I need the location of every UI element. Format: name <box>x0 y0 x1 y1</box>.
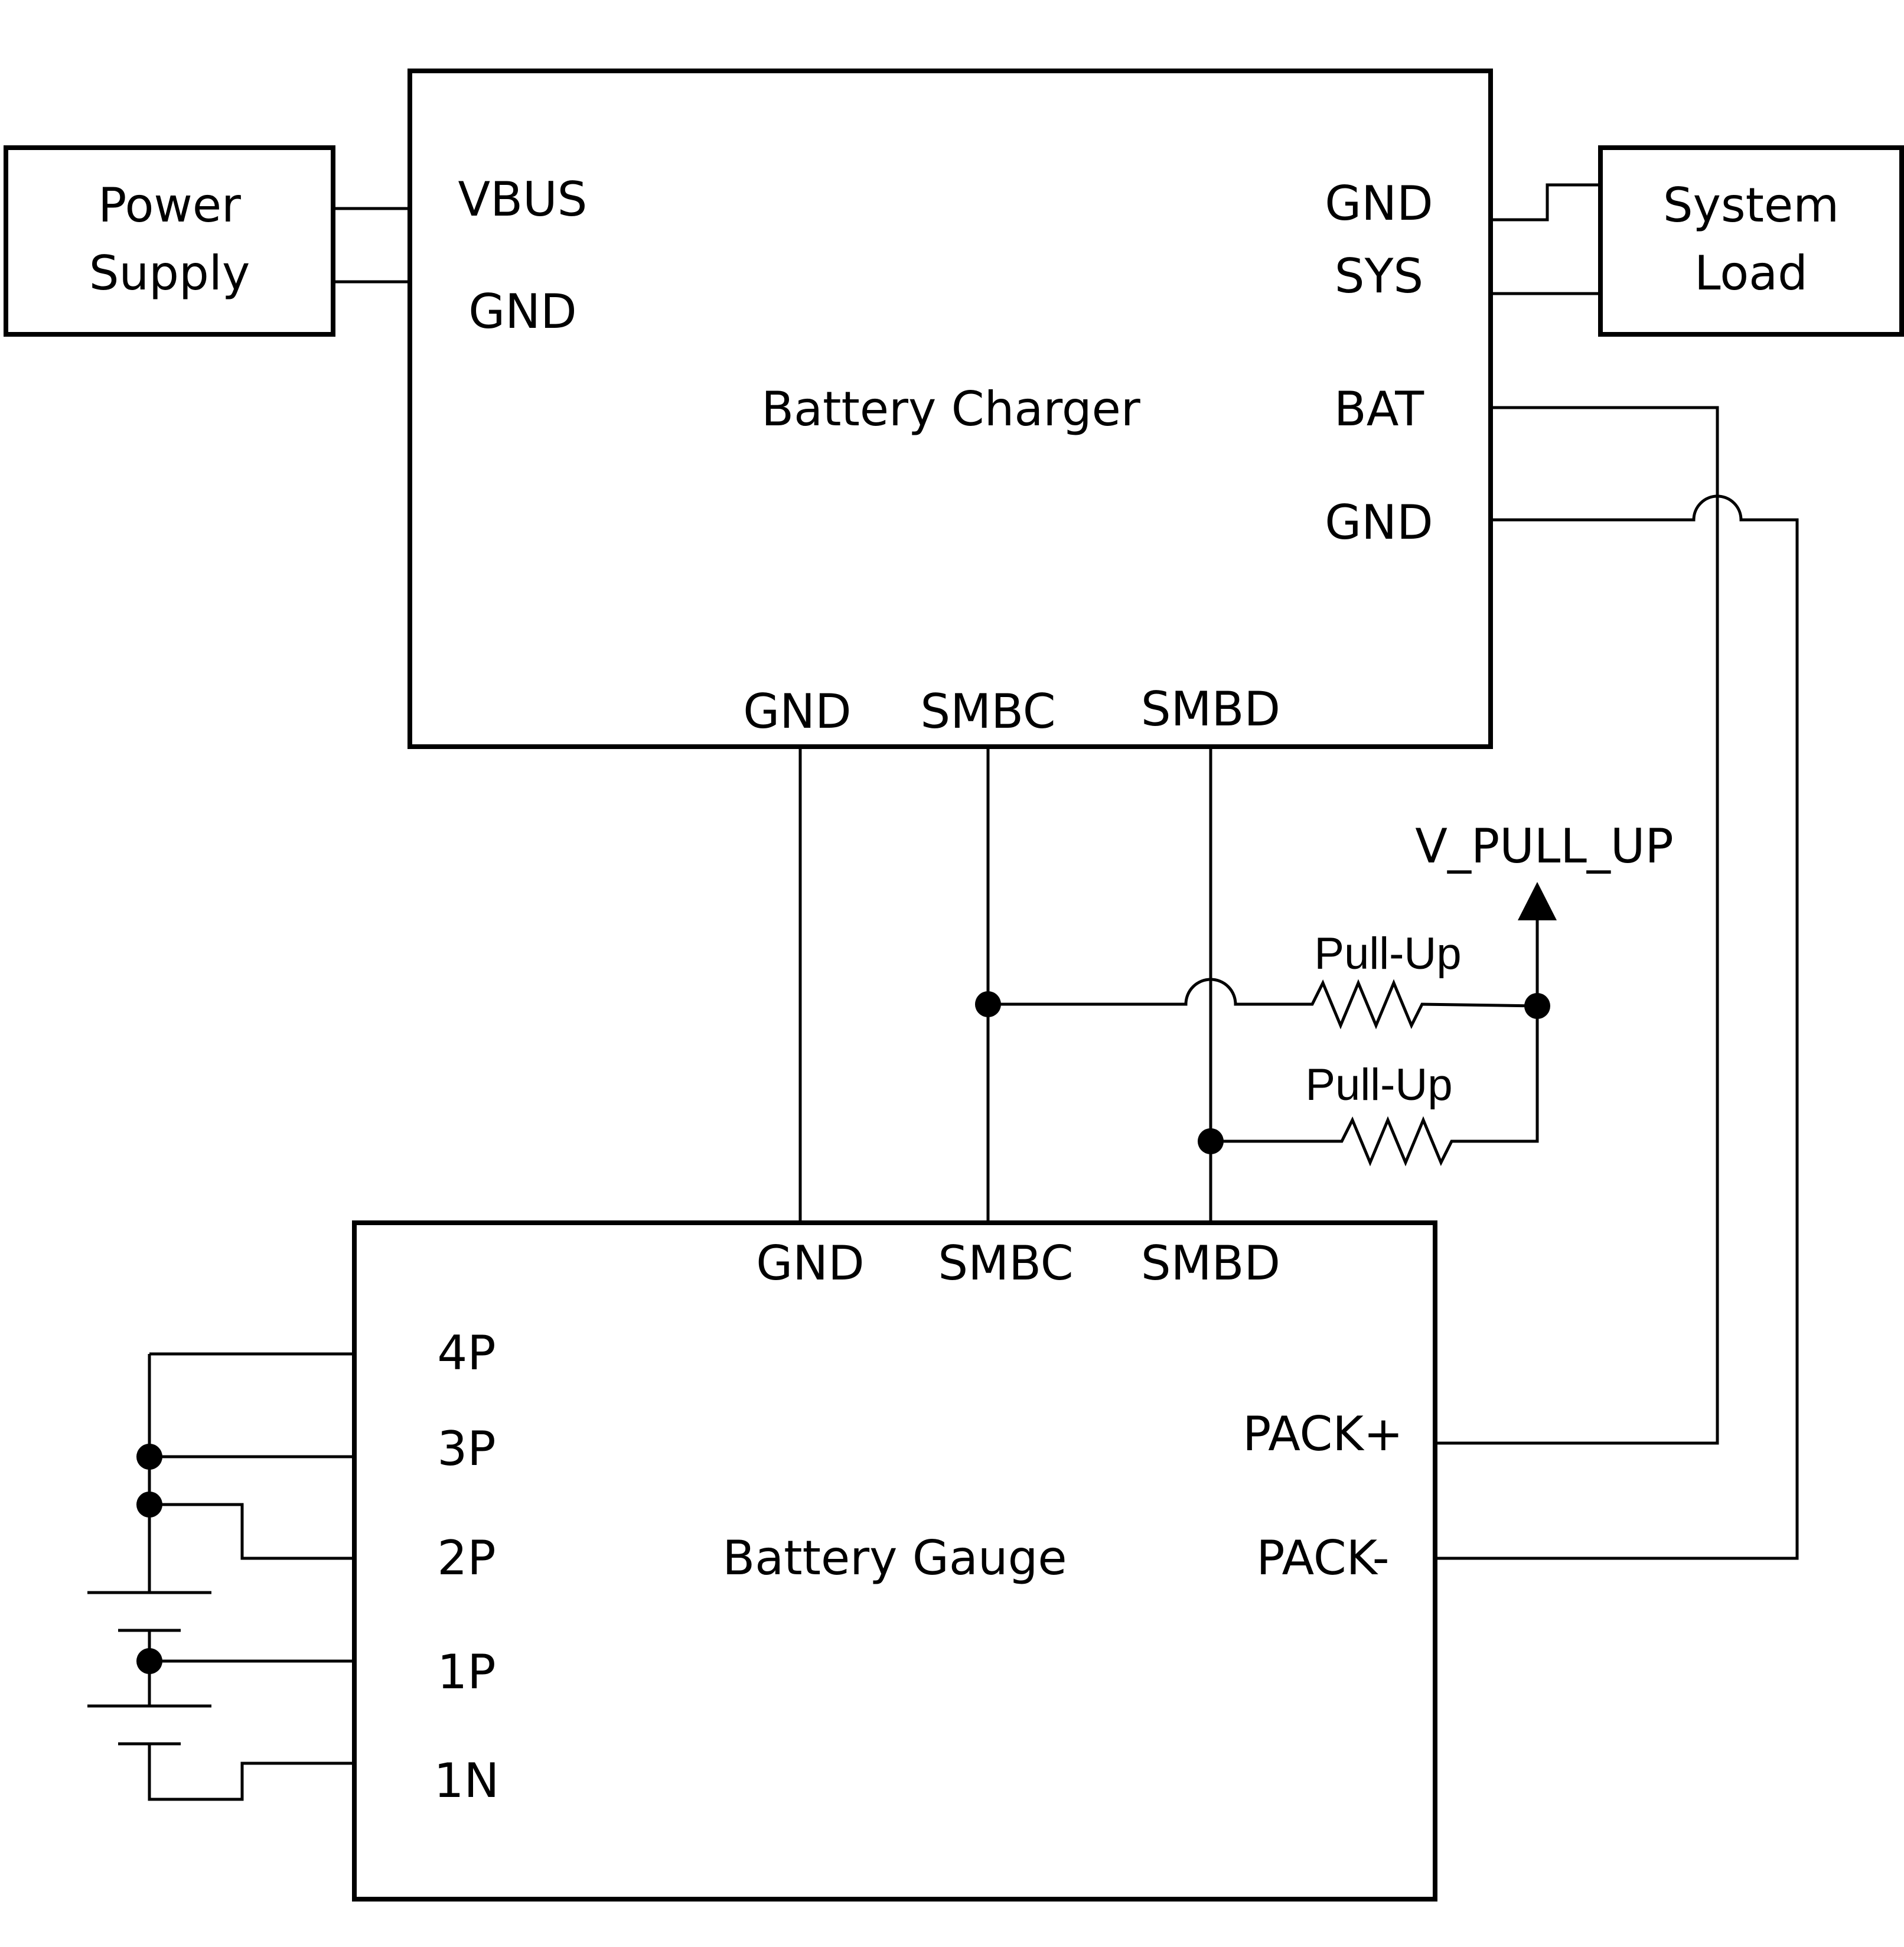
gauge-pin-pack-plus: PACK+ <box>1243 1406 1403 1461</box>
junction-3p <box>136 1444 162 1470</box>
junction-1p <box>136 1648 162 1674</box>
charger-pin-smbc: SMBC <box>920 684 1055 739</box>
battery-gauge-block <box>352 1220 1437 1902</box>
gauge-pin-smbc: SMBC <box>938 1236 1073 1291</box>
wire-bat-pack-plus <box>1435 406 1719 1445</box>
power-supply-label-line2: Supply <box>89 246 250 301</box>
system-load-label-line1: System <box>1663 178 1839 233</box>
charger-pin-gnd-bottom: GND <box>743 684 851 739</box>
battery-charger-title: Battery Charger <box>761 382 1140 437</box>
resistor-pullup-smbc <box>988 978 1538 1030</box>
junction-smbc <box>975 991 1001 1017</box>
junction-smbd <box>1198 1128 1224 1154</box>
gauge-pin-1p: 1P <box>437 1645 495 1699</box>
charger-pin-gnd-sys: GND <box>1325 176 1433 231</box>
charger-pin-gnd-left: GND <box>468 284 576 339</box>
gauge-pin-smbd: SMBD <box>1141 1236 1280 1291</box>
junction-2p <box>136 1492 162 1518</box>
gauge-pin-3p: 3P <box>437 1421 495 1476</box>
wire-load-gnd <box>1491 183 1600 222</box>
pullup-supply-label: V_PULL_UP <box>1415 819 1673 874</box>
gauge-pin-1n: 1N <box>434 1753 500 1808</box>
battery-gauge-title: Battery Gauge <box>722 1531 1067 1585</box>
pullup-r2-label: Pull-Up <box>1305 1060 1452 1110</box>
system-load-label-line2: Load <box>1694 246 1808 301</box>
junction-pullup <box>1524 993 1550 1019</box>
gauge-pin-2p: 2P <box>437 1531 495 1585</box>
gauge-pin-pack-minus: PACK- <box>1256 1531 1389 1585</box>
resistor-pullup-smbd <box>1211 1006 1539 1167</box>
charger-pin-bat: BAT <box>1334 382 1424 437</box>
wire-1n <box>148 1744 354 1801</box>
supply-arrow-icon <box>1518 882 1557 920</box>
wire-2p <box>149 1503 354 1560</box>
power-supply-block <box>4 145 335 337</box>
gauge-pin-4p: 4P <box>437 1326 495 1381</box>
pullup-r1-label: Pull-Up <box>1314 929 1461 979</box>
charger-pin-smbd: SMBD <box>1141 682 1280 737</box>
gauge-pin-gnd: GND <box>756 1236 864 1291</box>
charger-pin-gnd-bat: GND <box>1325 495 1433 550</box>
charger-pin-sys: SYS <box>1335 249 1423 304</box>
system-load-block <box>1598 145 1904 337</box>
charger-pin-vbus: VBUS <box>458 172 588 227</box>
power-supply-label-line1: Power <box>98 178 241 233</box>
wire-gnd-pack-minus <box>1435 494 1799 1560</box>
